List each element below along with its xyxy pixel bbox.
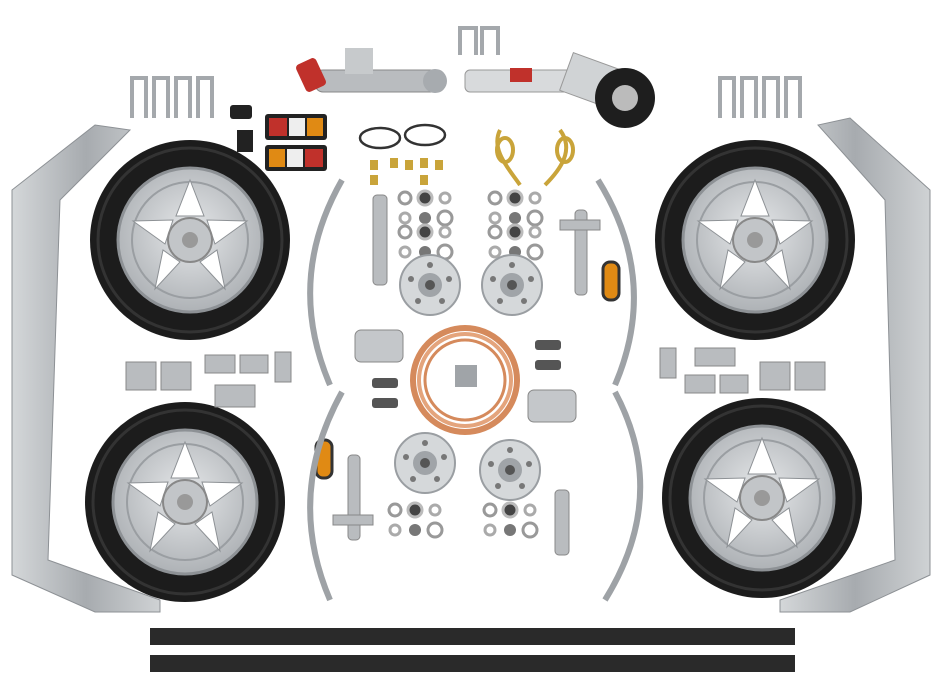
u-bolt-icon (718, 76, 802, 120)
hub-icon (399, 254, 461, 316)
washers-icon (487, 189, 544, 227)
fittings-grid (455, 365, 477, 387)
spring-bracket-icon (125, 347, 826, 408)
wheel-icon (83, 400, 287, 604)
brake-line-coil-icon (410, 325, 520, 435)
axle-bar-icon (150, 655, 795, 672)
brass-fittings (370, 158, 443, 185)
brake-caliper-icon (354, 329, 577, 423)
mudguard-left-icon (11, 124, 161, 613)
hub-icon (481, 254, 543, 316)
wheel-icon (660, 396, 864, 600)
washers-icon (482, 501, 539, 539)
jockey-wheel-icon (464, 52, 655, 128)
brake-pad-icon (372, 340, 561, 408)
wheel-icon (88, 138, 292, 342)
washers-icon (397, 189, 454, 227)
stub-axle-icon (332, 194, 601, 556)
u-bolt-icon (130, 76, 214, 120)
leaf-spring-icon (307, 178, 644, 602)
washers-icon (397, 223, 454, 261)
mudguard-right-icon (779, 117, 931, 613)
washers-icon (487, 223, 544, 261)
hub-icon (479, 439, 541, 501)
axle-bar-icon (150, 628, 795, 645)
brake-hose-icon (358, 123, 447, 150)
hub-icon (394, 432, 456, 494)
coupling-icon (296, 48, 447, 93)
washers-icon (387, 501, 444, 539)
side-marker-light-icon (601, 260, 621, 302)
u-bolt-icon (458, 26, 500, 55)
wheel-icon (653, 138, 857, 342)
tail-light-icon (230, 105, 327, 171)
safety-chain-icon (495, 128, 575, 187)
